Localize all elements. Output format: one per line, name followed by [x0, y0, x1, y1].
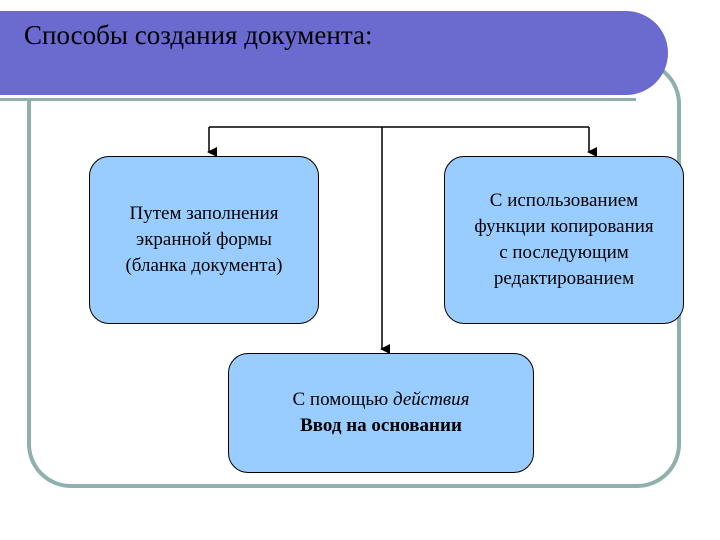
- header-band: [0, 11, 668, 95]
- method-box-form-fill: Путем заполнения экранной формы (бланка …: [89, 156, 319, 324]
- method-box-line: редактированием: [493, 268, 635, 289]
- method-box-line: экранной формы: [136, 229, 272, 250]
- slide-title: Способы создания документа:: [24, 20, 373, 50]
- method-box-line: Путем заполнения: [129, 203, 279, 224]
- action-name: Ввод на основании: [300, 415, 462, 436]
- header-divider-accent: [0, 98, 636, 101]
- method-box-enter-based-on: С помощью действия Ввод на основании: [228, 353, 534, 473]
- action-italic: действия: [392, 389, 470, 410]
- action-prefix: С помощью: [292, 389, 393, 410]
- method-box-line: С использованием: [489, 190, 639, 211]
- header-divider: [0, 95, 636, 98]
- method-box-copy-edit: С использованием функции копирования с п…: [444, 156, 684, 324]
- method-box-line: (бланка документа): [125, 255, 283, 276]
- method-box-line: функции копирования: [474, 216, 654, 237]
- method-box-line: с последующим: [499, 242, 629, 263]
- method-box-line: С помощью действия: [292, 387, 469, 413]
